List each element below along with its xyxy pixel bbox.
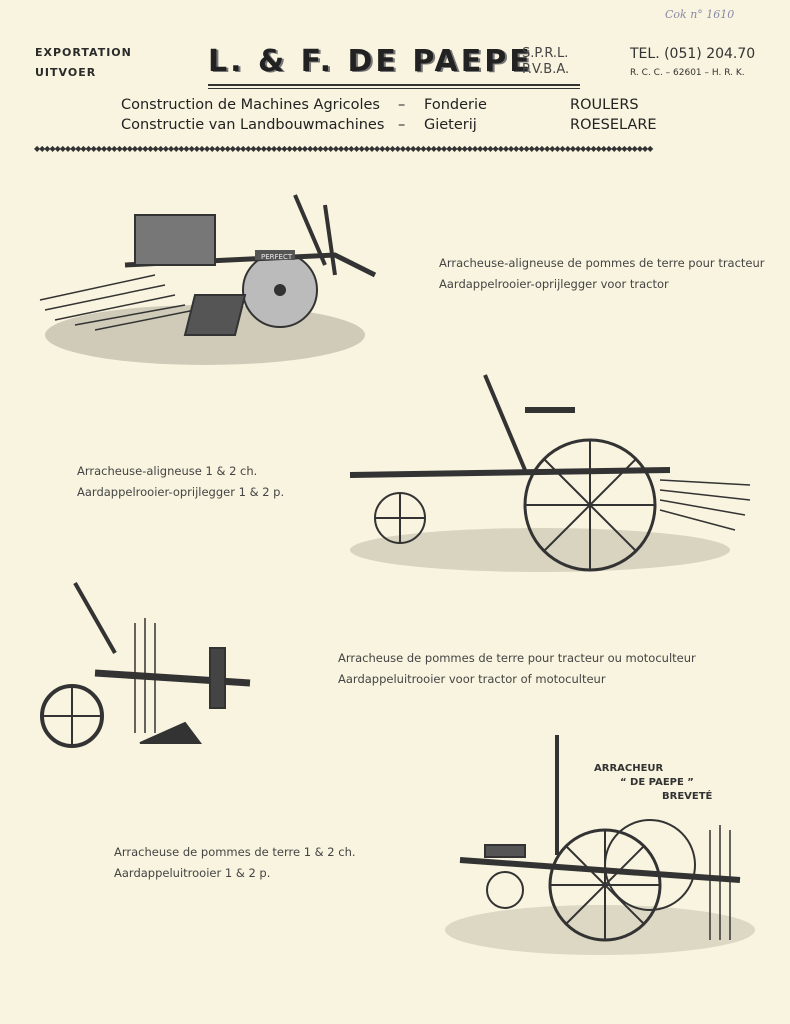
machine-illustration-horse-digger <box>349 374 751 572</box>
foundry-fr: Fonderie <box>424 97 487 113</box>
perfect-plate <box>255 250 295 260</box>
patent-label-2: “ DE PAEPE ” <box>620 777 694 788</box>
handwritten-note: Cok n° 1610 <box>665 8 735 21</box>
legal-form-fr: S.P.R.L. <box>522 46 569 61</box>
diamond-border: ◆◆◆◆◆◆◆◆◆◆◆◆◆◆◆◆◆◆◆◆◆◆◆◆◆◆◆◆◆◆◆◆◆◆◆◆◆◆◆◆… <box>34 145 653 153</box>
export-label-nl: UITVOER <box>35 66 97 79</box>
dash: – <box>398 97 406 113</box>
foundry-nl: Gieterij <box>424 117 477 133</box>
caption-1-nl: Aardappelrooier-oprijlegger voor tractor <box>439 277 669 291</box>
perfect-plate-text: PERFECT <box>261 253 293 261</box>
patent-label-3: BREVETÉ <box>662 791 713 802</box>
caption-2-fr: Arracheuse-aligneuse 1 & 2 ch. <box>77 464 258 478</box>
caption-3-fr: Arracheuse de pommes de terre pour tract… <box>338 651 696 665</box>
machine-illustration-de-paepe-digger <box>445 735 755 955</box>
dash: – <box>398 117 406 133</box>
city-nl: ROESELARE <box>570 117 657 133</box>
activity-nl: Constructie van Landbouwmachines <box>121 117 385 133</box>
header-rule <box>208 84 580 89</box>
telephone: TEL. (051) 204.70 <box>630 46 756 62</box>
export-label-fr: EXPORTATION <box>35 46 132 59</box>
register-number: R. C. C. – 62601 – H. R. K. <box>630 68 745 78</box>
patent-label-1: ARRACHEUR <box>594 763 664 774</box>
caption-4-fr: Arracheuse de pommes de terre 1 & 2 ch. <box>114 845 356 859</box>
company-name: L. & F. DE PAEPE <box>208 44 533 79</box>
machine-illustration-motoculteur-digger <box>40 582 251 748</box>
machine-illustration-tractor-digger: PERFECT <box>39 194 377 365</box>
caption-1-fr: Arracheuse-aligneuse de pommes de terre … <box>439 256 765 270</box>
caption-2-nl: Aardappelrooier-oprijlegger 1 & 2 p. <box>77 485 285 499</box>
caption-3-nl: Aardappeluitrooier voor tractor of motoc… <box>338 672 606 686</box>
city-fr: ROULERS <box>570 97 639 113</box>
caption-4-nl: Aardappeluitrooier 1 & 2 p. <box>114 866 271 880</box>
activity-fr: Construction de Machines Agricoles <box>121 97 380 113</box>
legal-form-nl: P.V.B.A. <box>522 62 570 77</box>
